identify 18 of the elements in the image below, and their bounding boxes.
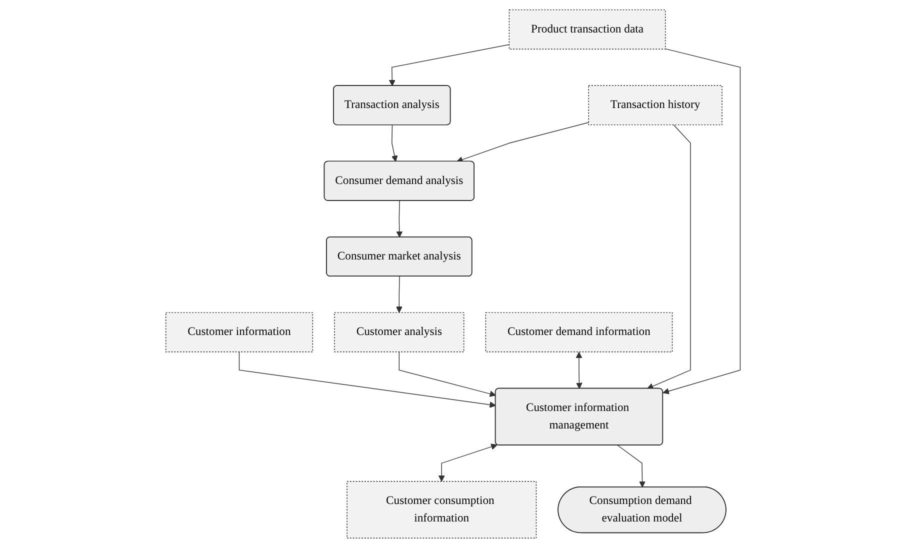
node-box: Customer consumption information (346, 481, 537, 539)
node-box: Customer analysis (334, 312, 464, 352)
arrow (576, 352, 582, 389)
arrow (396, 276, 402, 313)
arrow (662, 48, 741, 394)
arrow (391, 124, 398, 162)
node-box: Transaction history (588, 85, 722, 126)
arrow (617, 445, 646, 488)
arrow (646, 124, 691, 390)
arrow (238, 352, 496, 408)
node-box: Customer information (165, 312, 313, 352)
arrow (396, 200, 403, 238)
node-box: Customer demand information (485, 312, 673, 352)
arrow (398, 352, 496, 397)
arrow (456, 122, 589, 163)
node-box: Product transaction data (508, 9, 666, 50)
arrow (438, 444, 498, 482)
arrow (388, 44, 510, 86)
